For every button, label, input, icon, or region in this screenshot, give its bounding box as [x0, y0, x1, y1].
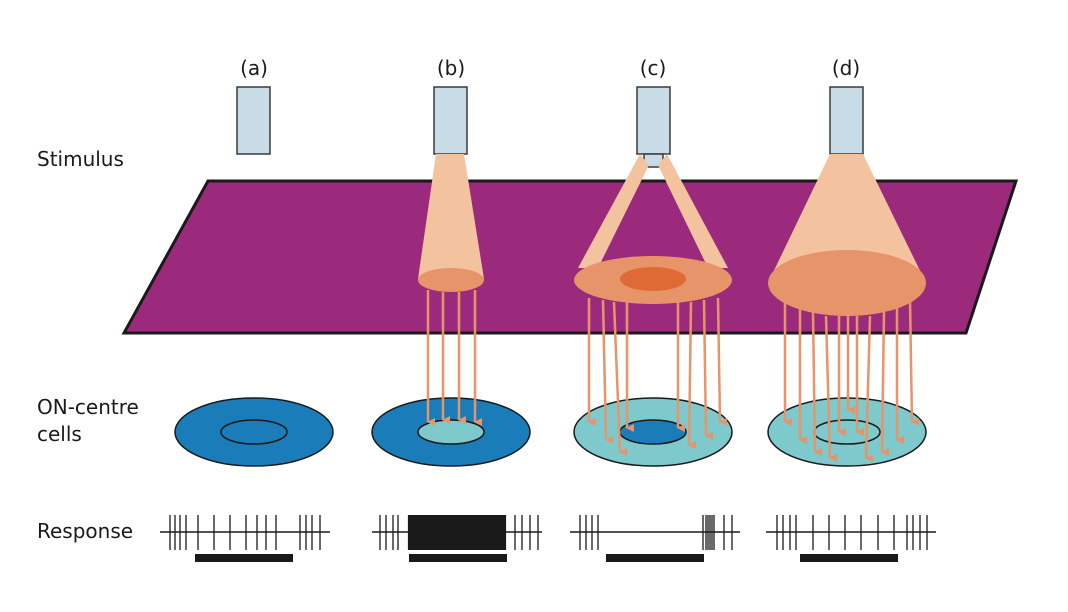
cell-c-centre [619, 419, 687, 445]
response-row-label: Response [37, 519, 133, 543]
spikes-d [776, 515, 928, 550]
arrow-d-11 [908, 299, 920, 426]
arrow-c-3 [612, 301, 628, 456]
cell-b-centre [417, 419, 485, 445]
arrow-c-7 [702, 299, 714, 440]
projector-c [636, 86, 671, 155]
stimulus-bar-d [800, 554, 898, 562]
on-centre-row-label-line2: cells [37, 422, 82, 446]
cell-a-centre [220, 419, 288, 445]
arrow-d-9 [880, 311, 890, 457]
panel-a-label: (a) [240, 56, 268, 80]
light-beam-d [768, 154, 926, 283]
cell-d-centre [813, 419, 881, 445]
projector-b [433, 86, 468, 155]
light-spot-b [418, 268, 484, 292]
arrow-d-8 [864, 315, 874, 463]
light-beam-c-right [658, 154, 728, 268]
spikes-b [379, 515, 539, 550]
stimulus-bar-c [606, 554, 704, 562]
arrow-c-6 [687, 301, 697, 450]
response-traces [160, 515, 936, 562]
spikes-c [579, 515, 733, 550]
arrow-c-2 [601, 299, 614, 444]
on-centre-row-label-line1: ON-centre [37, 395, 139, 419]
stimulus-row-label: Stimulus [37, 147, 124, 171]
stimulus-bar-b [409, 554, 507, 562]
arrow-c-8 [716, 297, 728, 426]
light-spot-d [768, 250, 926, 316]
panel-b-label: (b) [437, 56, 465, 80]
light-beam-b [418, 154, 484, 279]
stimulus-bar-a [195, 554, 293, 562]
spikes-a [169, 515, 321, 550]
projection-arrows [426, 290, 920, 463]
arrow-d-4 [824, 315, 838, 462]
light-beam-c-left [578, 154, 649, 268]
arrow-d-3 [811, 311, 823, 456]
panel-d-label: (d) [832, 56, 860, 80]
panel-c-label: (c) [640, 56, 667, 80]
projector-d [829, 86, 864, 155]
light-annulus-c-centre [620, 267, 686, 291]
projector-a [236, 86, 271, 155]
